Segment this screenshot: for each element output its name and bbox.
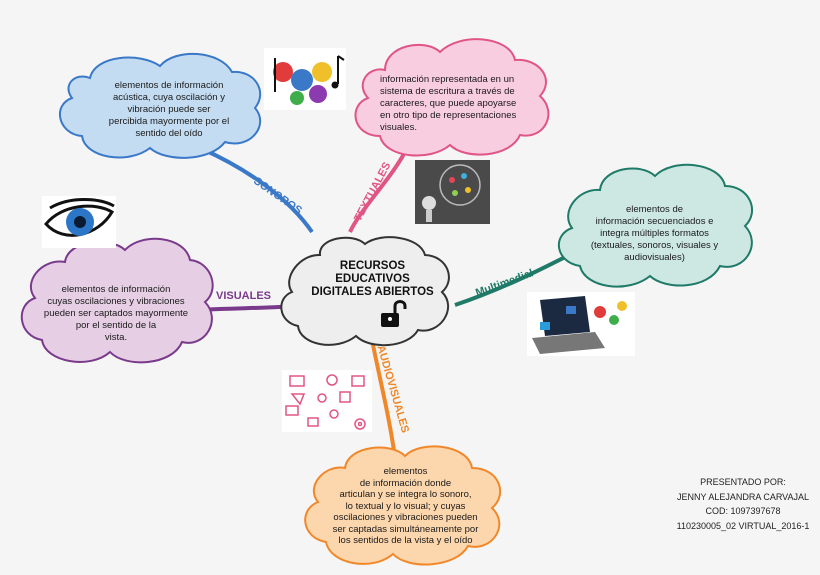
audiovisuales-line: elementos (383, 466, 428, 477)
center-cloud (280, 236, 450, 347)
audiovisuales-line: articulan y se integra lo sonoro, (339, 489, 472, 500)
textuales-description: información representada en un sistema d… (380, 74, 540, 134)
sonoros-line: acústica, cuya oscilación y (113, 92, 225, 103)
credit-presented-by: PRESENTADO POR: (700, 477, 786, 487)
center-title-line2: EDUCATIVOS (335, 273, 410, 285)
multimedial-line: información secuenciados e (595, 216, 714, 227)
multimedial-line: audiovisuales) (624, 252, 685, 263)
credit-author-name: JENNY ALEJANDRA CARVAJAL (676, 491, 810, 502)
lightbulb-head-icon (415, 160, 490, 224)
unlock-icon (381, 300, 407, 327)
center-title-line3: DIGITALES ABIERTOS (311, 286, 434, 298)
visuales-line: cuyas oscilaciones y vibraciones (47, 296, 185, 307)
textuales-line: sistema de escritura a través de (380, 86, 515, 97)
center-title-line1: RECURSOS (339, 260, 406, 272)
visuales-line: vista. (104, 332, 128, 343)
center-title: RECURSOS EDUCATIVOS DIGITALES ABIERTOS (300, 260, 445, 299)
multimedial-line: (textuales, sonoros, visuales y (590, 240, 719, 251)
sonoros-cloud (59, 53, 262, 159)
visuales-line: por el sentido de la (75, 320, 157, 331)
visuales-line: pueden ser captados mayormente (43, 308, 189, 319)
sonoros-line: percibida mayormente por el (108, 116, 230, 127)
textuales-line: en otro tipo de representaciones (380, 110, 517, 121)
textuales-line: visuales. (380, 122, 417, 133)
audiovisuales-line: ser captadas simultáneamente por (332, 523, 479, 535)
credit-course: 110230005_02 VIRTUAL_2016-1 (676, 520, 810, 531)
media-icons-grid (282, 370, 372, 432)
sonoros-line: elementos de información (114, 80, 224, 91)
music-notes-icon (264, 48, 346, 110)
sonoros-description: elementos de información acústica, cuya … (95, 80, 243, 140)
visuales-description: elementos de información cuyas oscilacio… (32, 284, 200, 344)
sonoros-line: sentido del oído (135, 128, 203, 139)
audiovisuales-description: elementos de información donde articulan… (318, 466, 493, 547)
multimedial-cloud (557, 163, 754, 288)
laptop-media-icon (527, 292, 635, 356)
multimedial-line: elementos de (625, 204, 684, 215)
visuales-line: elementos de información (61, 284, 171, 295)
audiovisuales-line: de información donde (359, 477, 452, 489)
sonoros-line: vibración puede ser (127, 104, 211, 115)
author-credits: PRESENTADO POR: JENNY ALEJANDRA CARVAJAL… (668, 475, 818, 533)
textuales-connector (348, 151, 407, 233)
eye-icon (42, 196, 116, 248)
audiovisuales-line: lo textual y lo visual; y cuyas (345, 500, 466, 512)
audiovisuales-line: oscilaciones y vibraciones pueden (333, 512, 478, 523)
audiovisuales-line: los sentidos de la vista y el oído (338, 535, 473, 546)
textuales-cloud (354, 38, 550, 157)
visuales-label: VISUALES (216, 290, 272, 302)
sonoros-connector (199, 146, 314, 234)
multimedial-description: elementos de información secuenciados e … (572, 204, 737, 264)
textuales-line: caracteres, que puede apoyarse (380, 98, 517, 109)
audiovisuales-cloud (304, 445, 502, 566)
multimedial-line: integra múltiples formatos (600, 228, 709, 239)
credit-code: COD: 1097397678 (705, 506, 781, 516)
textuales-line: información representada en un (380, 74, 515, 85)
visuales-cloud (20, 237, 214, 364)
audiovisuales-connector (370, 339, 397, 459)
